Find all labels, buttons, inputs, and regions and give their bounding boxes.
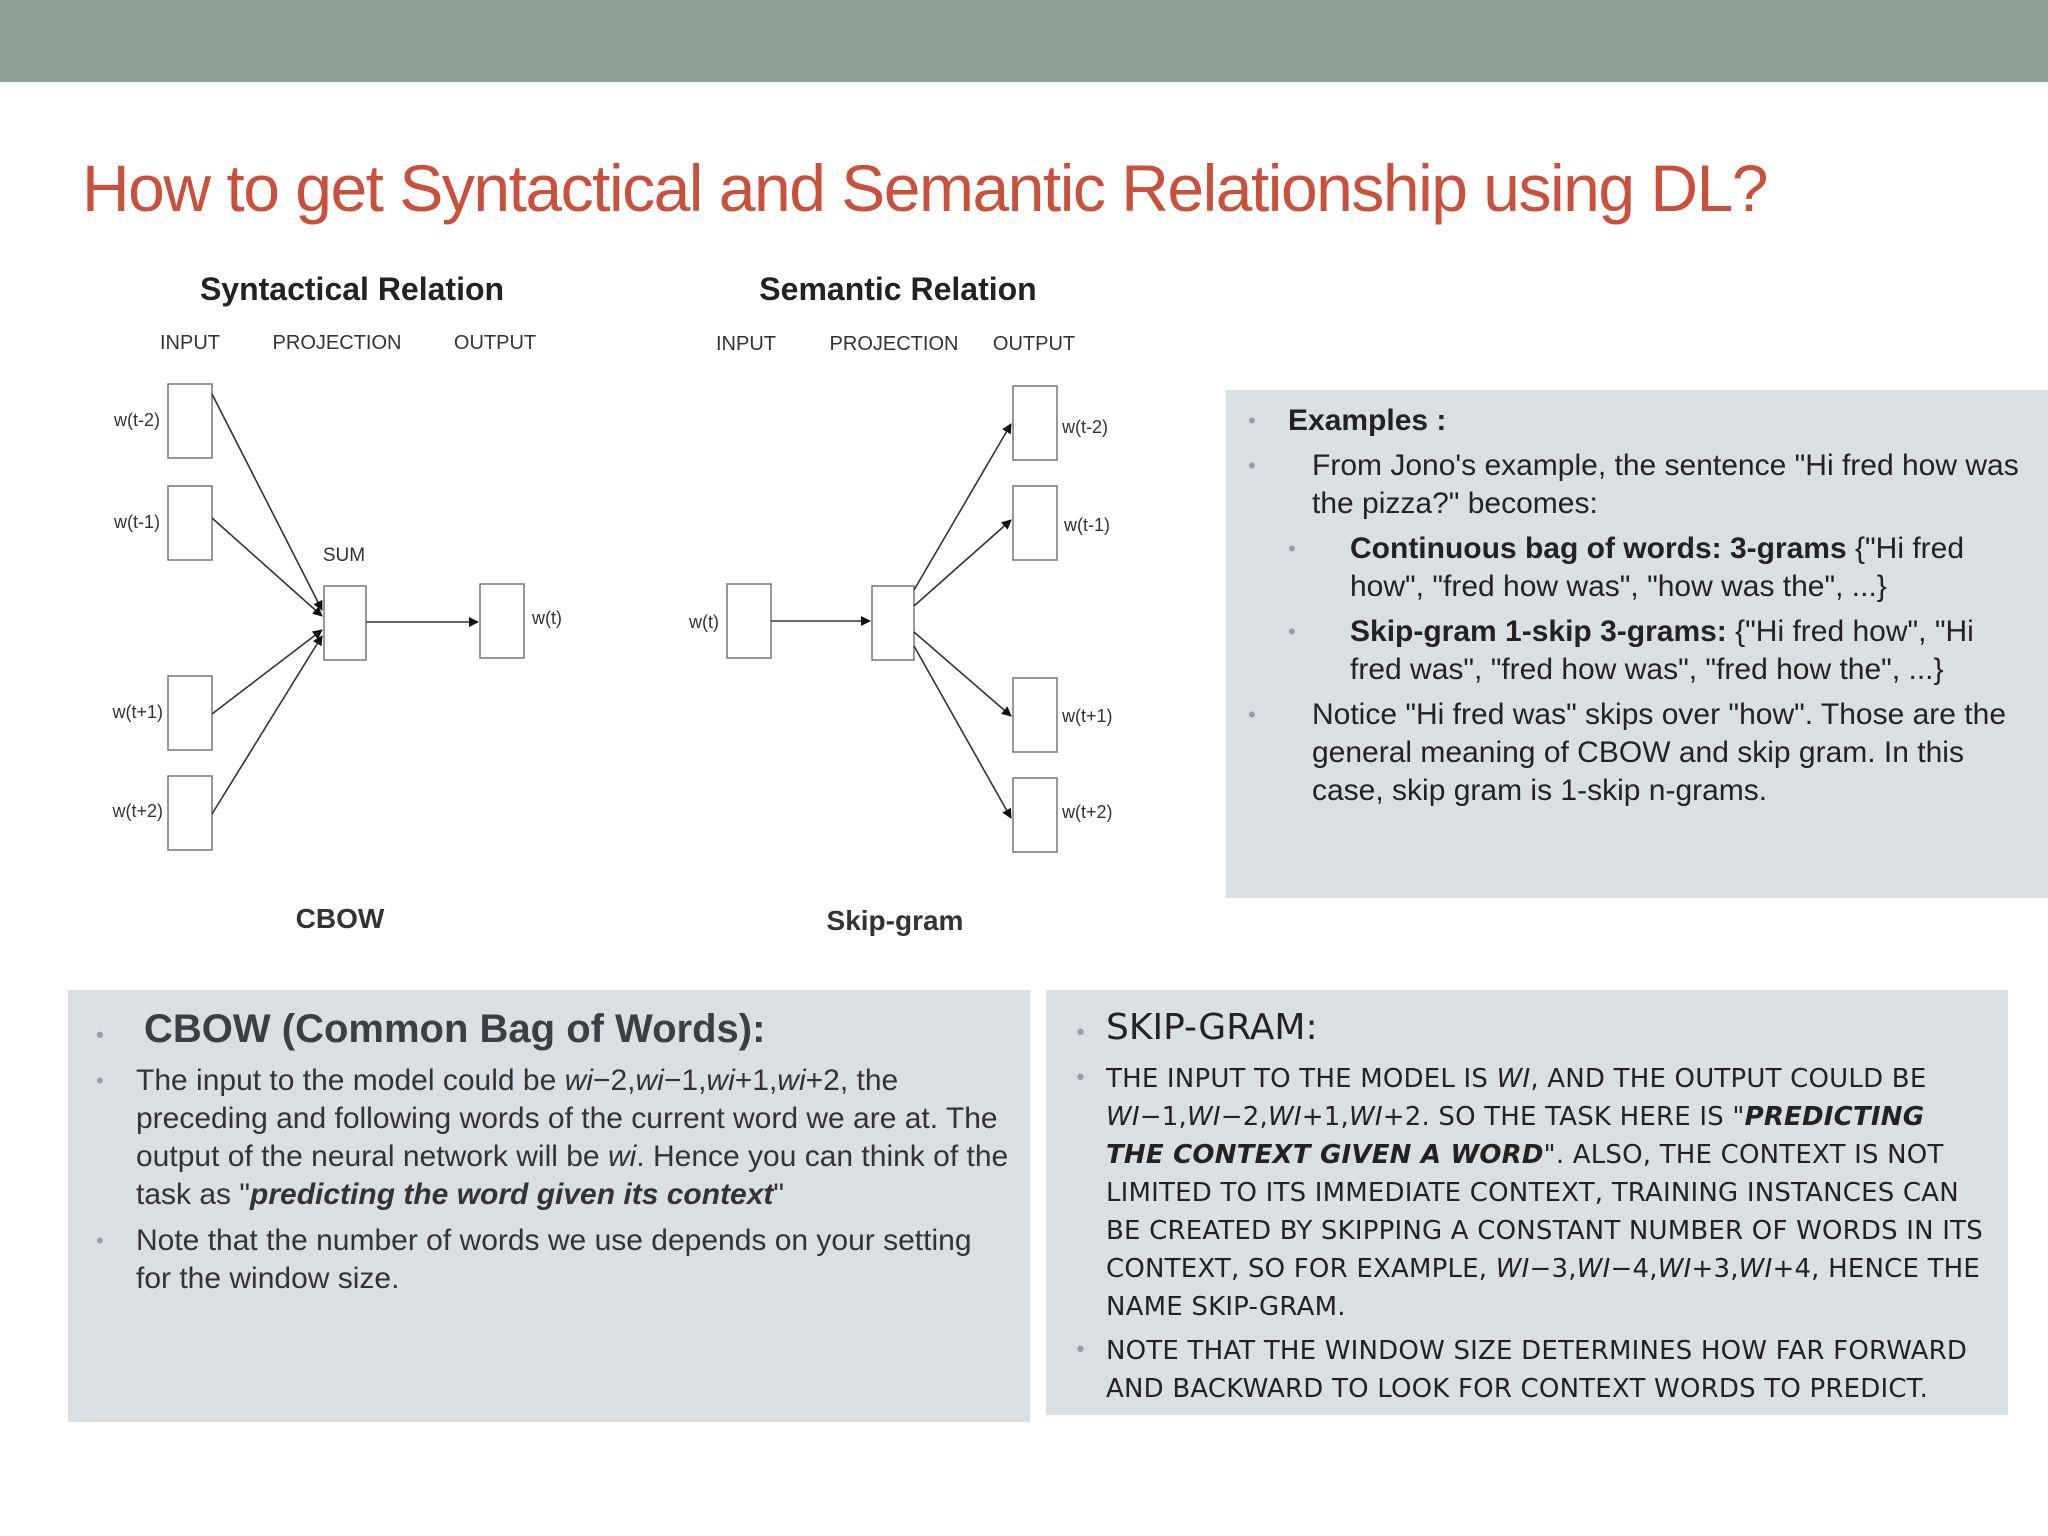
cbow-panel-paragraph-1: The input to the model could be wi−2,wi−… — [96, 1062, 1010, 1214]
cbow-caption: CBOW — [296, 903, 385, 934]
cbow-header-projection: PROJECTION — [273, 332, 402, 354]
skipgram-header-output: OUTPUT — [993, 333, 1075, 355]
top-banner — [0, 0, 2048, 82]
skipgram-output-label-4: w(t+2) — [1061, 802, 1113, 822]
cbow-input-label-3: w(t+1) — [111, 702, 163, 722]
cbow-panel-paragraph-2: Note that the number of words we use dep… — [96, 1222, 1010, 1298]
skipgram-connection-lines — [771, 423, 1012, 819]
cbow-header-input: INPUT — [160, 332, 220, 354]
skipgram-output-node-1: w(t-2) — [1012, 385, 1108, 461]
cbow-input-node-4: w(t+2) — [111, 775, 213, 851]
skipgram-output-node-3: w(t+1) — [1012, 677, 1113, 753]
cbow-output-label: w(t) — [531, 608, 562, 628]
skipgram-output-label-1: w(t-2) — [1061, 417, 1108, 437]
examples-intro: From Jono's example, the sentence "Hi fr… — [1248, 447, 2024, 523]
skipgram-output-label-3: w(t+1) — [1061, 706, 1113, 726]
examples-skip-label: Skip-gram 1-skip 3-grams: — [1350, 615, 1727, 648]
diagram-svg: Syntactical Relation INPUT PROJECTION OU… — [111, 271, 1113, 936]
skipgram-panel-paragraph-1: THE INPUT TO THE MODEL IS WI, AND THE OU… — [1074, 1060, 1988, 1326]
examples-skip-item: Skip-gram 1-skip 3-grams: {"Hi fred how"… — [1288, 613, 2024, 689]
skipgram-projection-node — [871, 585, 915, 661]
word2vec-diagram: Syntactical Relation INPUT PROJECTION OU… — [60, 270, 1160, 975]
skipgram-output-node-4: w(t+2) — [1012, 777, 1113, 853]
skipgram-header-projection: PROJECTION — [830, 333, 959, 355]
cbow-output-node — [479, 583, 525, 659]
skipgram-output-label-2: w(t-1) — [1063, 515, 1110, 535]
examples-cbow-label: Continuous bag of words: 3-grams — [1350, 532, 1847, 565]
examples-panel: Examples : From Jono's example, the sent… — [1226, 390, 2048, 898]
cbow-projection-node — [323, 585, 367, 661]
examples-cbow-item: Continuous bag of words: 3-grams {"Hi fr… — [1288, 530, 2024, 606]
cbow-emphasis: predicting the word given its context — [250, 1178, 774, 1211]
examples-notice: Notice "Hi fred was" skips over "how". T… — [1248, 696, 2024, 810]
skipgram-panel-paragraph-2: NOTE THAT THE WINDOW SIZE DETERMINES HOW… — [1074, 1332, 1988, 1408]
cbow-input-node-1: w(t-2) — [113, 383, 213, 459]
skipgram-caption: Skip-gram — [827, 905, 964, 936]
cbow-sum-label: SUM — [323, 545, 365, 566]
cbow-input-label-4: w(t+2) — [111, 801, 163, 821]
skipgram-panel: SKIP-GRAM: THE INPUT TO THE MODEL IS WI,… — [1046, 990, 2008, 1415]
slide-title: How to get Syntactical and Semantic Rela… — [82, 151, 1768, 225]
skipgram-header-input: INPUT — [716, 333, 776, 355]
cbow-connection-lines — [211, 393, 479, 815]
cbow-header-output: OUTPUT — [454, 332, 536, 354]
cbow-diagram-title: Syntactical Relation — [200, 271, 504, 307]
cbow-panel: CBOW (Common Bag of Words): The input to… — [68, 990, 1030, 1422]
cbow-panel-heading: CBOW (Common Bag of Words): — [96, 1004, 1010, 1060]
examples-heading: Examples : — [1248, 402, 2024, 440]
skipgram-diagram-title: Semantic Relation — [759, 271, 1036, 307]
skipgram-input-label: w(t) — [688, 612, 719, 632]
skipgram-panel-heading: SKIP-GRAM: — [1074, 1002, 1988, 1060]
skipgram-output-node-2: w(t-1) — [1012, 485, 1110, 561]
cbow-input-label-2: w(t-1) — [113, 512, 160, 532]
skipgram-emphasis: PREDICTING THE CONTEXT GIVEN A WORD — [1106, 1102, 1925, 1170]
skipgram-input-node — [726, 583, 772, 659]
cbow-input-label-1: w(t-2) — [113, 410, 160, 430]
cbow-input-node-2: w(t-1) — [113, 485, 213, 561]
cbow-input-node-3: w(t+1) — [111, 675, 213, 751]
